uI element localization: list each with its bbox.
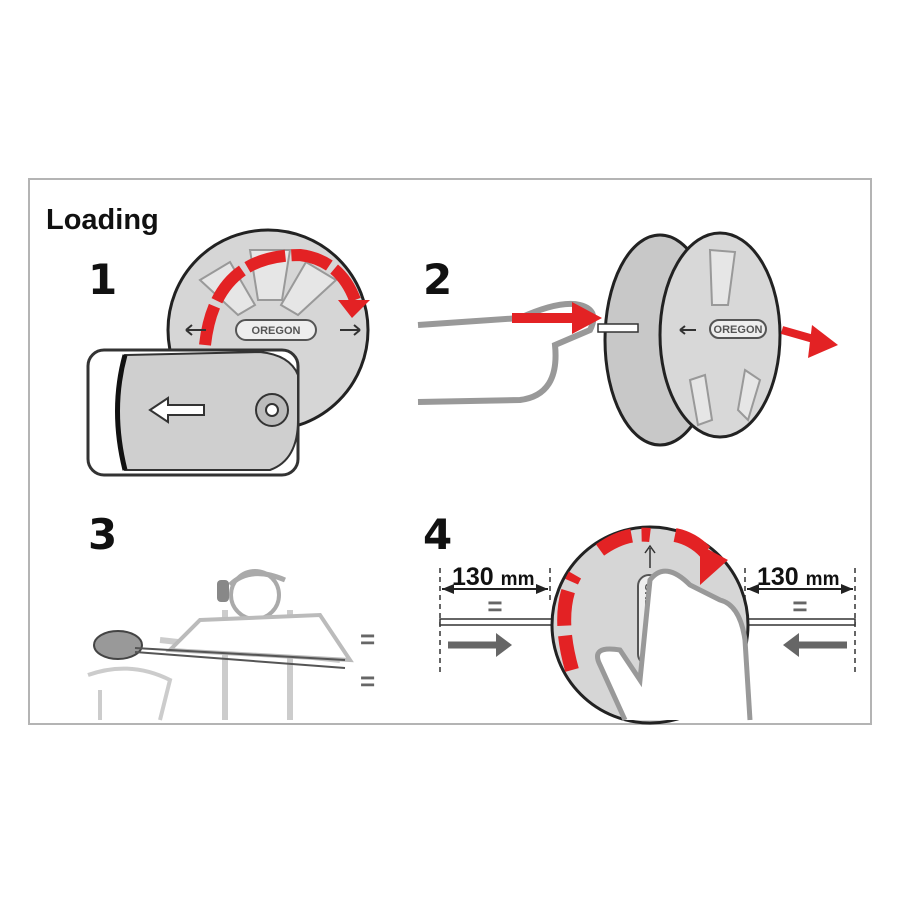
oregon-logo-text: OREGON [714,324,763,336]
oregon-logo [235,319,317,341]
ear-protection-icon [217,580,229,602]
arrow-right-icon [496,633,512,657]
pull-arrow-icon [808,325,838,358]
section-title: Loading [46,204,159,236]
push-arrow-icon [148,396,205,424]
left-measurement: 130 mm [452,563,534,591]
step-2-illustration: OREGON [417,231,838,447]
arrow-left-icon [783,633,799,657]
arrow-left-icon [185,324,206,336]
equal-sign: = [792,591,807,621]
step-2-number: 2 [423,255,453,304]
rotate-arrow-icon [199,248,361,346]
oregon-logo-text: OREGON [252,325,301,337]
step-4-illustration: 130 mm 130 mm = = OREGON [439,525,856,725]
spool-icon [93,630,143,660]
equal-sign: = [360,666,375,696]
equal-sign: = [360,624,375,654]
equal-sign: = [487,591,502,621]
trimmer-line [597,323,639,333]
trimmer-line-left [439,618,556,626]
diagram-frame [28,178,872,725]
step-3-number: 3 [88,510,118,559]
step-3-illustration: = = [87,569,375,721]
step-1-number: 1 [88,255,118,304]
hand-icon [595,568,753,722]
arrow-right-icon [340,324,361,336]
step-4-number: 4 [423,510,453,559]
trimmer-line-right [739,618,856,626]
right-measurement: 130 mm [757,563,839,591]
push-arrow-icon [572,302,602,334]
step-1-illustration: OREGON [86,228,370,477]
